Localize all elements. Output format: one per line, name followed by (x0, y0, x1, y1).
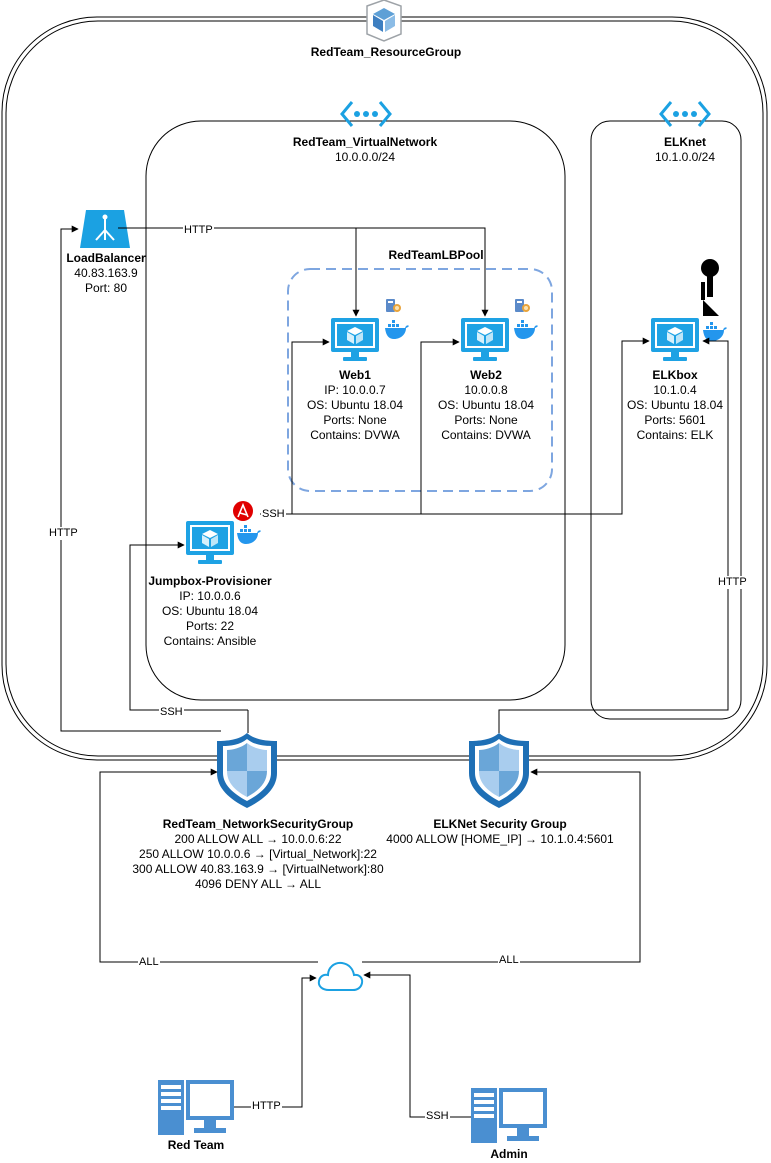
web2-ip: 10.0.0.8 (464, 383, 508, 397)
edge-label-all-elknsg: ALL (498, 954, 520, 967)
web1-ip: IP: 10.0.0.7 (324, 383, 386, 397)
nsg-rules: 200 ALLOW ALL → 10.0.0.6:22 250 ALLOW 10… (113, 832, 403, 892)
ansible-icon (233, 501, 253, 521)
web2-docker-icon (514, 320, 538, 339)
red-team-workstation-icon (158, 1080, 234, 1135)
resource-group-icon (366, 0, 402, 42)
elknet-icon (659, 100, 711, 128)
web2-details: 10.0.0.8 OS: Ubuntu 18.04 Ports: None Co… (416, 383, 556, 443)
edge-label-http-elk: HTTP (717, 576, 748, 589)
edge-nsg-lb-http (60, 225, 221, 732)
elkbox-docker-icon (703, 322, 727, 341)
elknet-title: ELKnet (664, 135, 706, 149)
virtual-network-cidr: 10.0.0.0/24 (334, 150, 396, 164)
load-balancer-ip: 40.83.163.9 (74, 266, 138, 280)
web1-title: Web1 (339, 368, 371, 382)
edge-label-http-nsg: HTTP (48, 527, 79, 540)
edge-jumpbox-web2-ssh (292, 338, 460, 515)
jumpbox-ports: Ports: 22 (185, 619, 235, 633)
nsg-rule: 250 ALLOW 10.0.0.6 → [Virtual_Network]:2… (139, 847, 377, 861)
elkbox-contains: Contains: ELK (636, 428, 714, 442)
elknsg-rules: 4000 ALLOW [HOME_IP] → 10.1.0.4:5601 (375, 832, 625, 847)
jumpbox-contains: Contains: Ansible (163, 634, 257, 648)
edge-nsg-jumpbox-ssh (129, 541, 248, 711)
edge-cloud-nsg-all (99, 768, 318, 963)
virtual-network-container (145, 120, 566, 701)
virtual-network-icon (340, 100, 392, 128)
nsg-shield-icon (217, 733, 277, 808)
admin-workstation-icon (471, 1088, 547, 1143)
internet-cloud-icon (317, 961, 364, 991)
web2-sql-icon (515, 299, 530, 312)
web2-vm-icon (461, 318, 509, 361)
load-balancer-icon (80, 210, 130, 248)
elkbox-vm-icon (651, 318, 699, 361)
web1-vm-icon (331, 318, 379, 361)
elkbox-details: 10.1.0.4 OS: Ubuntu 18.04 Ports: 5601 Co… (605, 383, 745, 443)
elkbox-os: OS: Ubuntu 18.04 (626, 398, 724, 412)
edge-redteam-cloud-http (234, 974, 317, 1108)
nsg-rule: 4096 DENY ALL → ALL (194, 877, 322, 891)
web1-details: IP: 10.0.0.7 OS: Ubuntu 18.04 Ports: Non… (285, 383, 425, 443)
lb-pool-container (287, 268, 553, 492)
edge-label-all-nsg: ALL (138, 956, 160, 969)
virtual-network-title: RedTeam_VirtualNetwork (292, 135, 438, 149)
elknet-cidr: 10.1.0.0/24 (654, 150, 716, 164)
edge-elknsg-elkbox-http (498, 337, 729, 733)
elkbox-ip: 10.1.0.4 (653, 383, 697, 397)
edge-label-http-lb: HTTP (183, 224, 214, 237)
web2-os: OS: Ubuntu 18.04 (437, 398, 535, 412)
elknsg-rule: 4000 ALLOW [HOME_IP] → 10.1.0.4:5601 (386, 832, 614, 846)
elkbox-title: ELKbox (652, 368, 698, 382)
edge-label-ssh-admin: SSH (425, 1110, 450, 1123)
jumpbox-docker-icon (237, 525, 261, 544)
edge-admin-cloud-ssh (363, 971, 471, 1118)
web1-contains: Contains: DVWA (310, 428, 400, 442)
nsg-rule: 300 ALLOW 40.83.163.9 → [VirtualNetwork]… (132, 862, 384, 876)
edge-label-http-redteam: HTTP (251, 1100, 282, 1113)
edge-label-ssh-jumpbox: SSH (261, 508, 286, 521)
jumpbox-details: IP: 10.0.0.6 OS: Ubuntu 18.04 Ports: 22 … (140, 589, 280, 649)
elknsg-title: ELKNet Security Group (433, 817, 567, 831)
web2-ports: Ports: None (454, 413, 518, 427)
web1-os: OS: Ubuntu 18.04 (306, 398, 404, 412)
red-team-label: Red Team (167, 1138, 225, 1152)
jumpbox-os: OS: Ubuntu 18.04 (161, 604, 259, 618)
jumpbox-ip: IP: 10.0.0.6 (179, 589, 241, 603)
resource-group-title: RedTeam_ResourceGroup (310, 45, 462, 59)
web2-contains: Contains: DVWA (441, 428, 531, 442)
elknsg-shield-icon (469, 733, 529, 808)
nsg-rule: 200 ALLOW ALL → 10.0.0.6:22 (174, 832, 342, 846)
web1-docker-icon (385, 320, 409, 339)
web1-ports: Ports: None (323, 413, 387, 427)
load-balancer-port: Port: 80 (84, 281, 128, 295)
web2-title: Web2 (470, 368, 502, 382)
admin-label: Admin (490, 1147, 528, 1161)
load-balancer-title: LoadBalancer (66, 251, 146, 265)
jumpbox-title: Jumpbox-Provisioner (148, 574, 272, 588)
edge-lb-web2 (118, 227, 489, 317)
elkbox-ports: Ports: 5601 (644, 413, 706, 427)
nsg-title: RedTeam_NetworkSecurityGroup (162, 817, 354, 831)
web1-sql-icon (386, 299, 401, 312)
kibana-icon (701, 259, 719, 316)
jumpbox-vm-icon (186, 521, 234, 564)
edge-jumpbox-elkbox-ssh (421, 337, 650, 515)
lb-pool-title: RedTeamLBPool (388, 248, 484, 262)
edge-label-ssh-nsg: SSH (159, 706, 184, 719)
